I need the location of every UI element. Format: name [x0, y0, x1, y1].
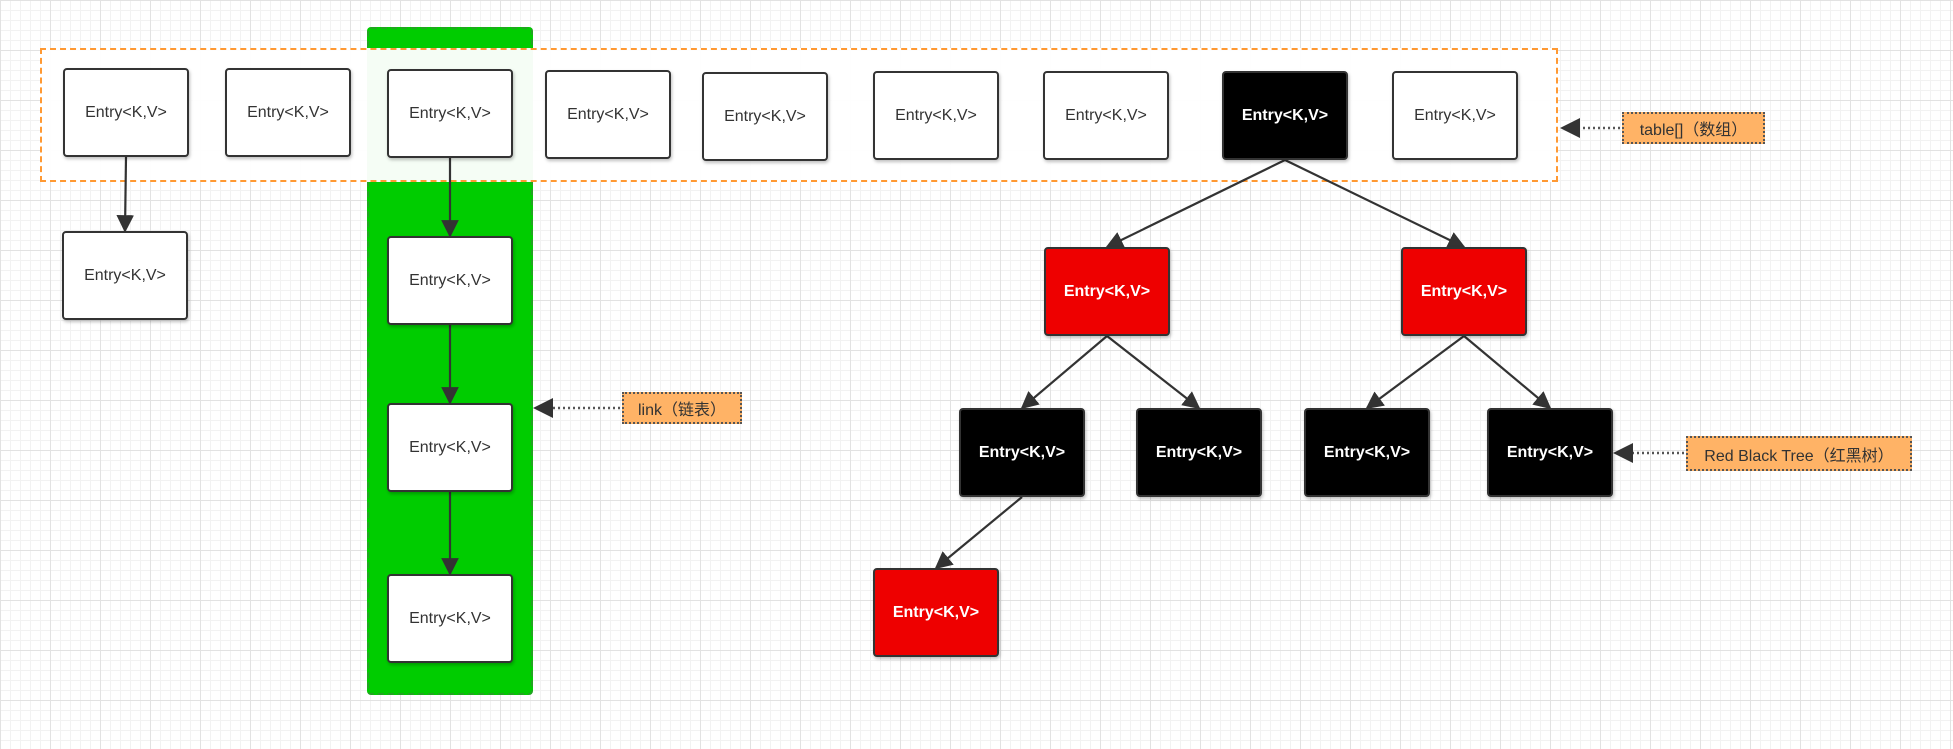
entry-label: Entry<K,V> — [1155, 443, 1243, 461]
list-node-l1: Entry<K,V> — [387, 403, 513, 492]
tree-node-b1: Entry<K,V> — [959, 408, 1085, 497]
entry-label: Entry<K,V> — [724, 107, 806, 125]
entry-label: Entry<K,V> — [1420, 282, 1508, 300]
entry-label: Entry<K,V> — [84, 266, 166, 284]
entry-label: Entry<K,V> — [567, 105, 649, 123]
entry-label: Entry<K,V> — [978, 443, 1066, 461]
list-node-l0: Entry<K,V> — [387, 236, 513, 325]
entry-label: Entry<K,V> — [409, 438, 491, 456]
entry-label: Entry<K,V> — [85, 103, 167, 121]
table-slot-t4: Entry<K,V> — [702, 72, 828, 161]
entry-label: Entry<K,V> — [409, 271, 491, 289]
entry-label: Entry<K,V> — [1323, 443, 1411, 461]
table-array-note-label: table[]（数组） — [1639, 122, 1748, 139]
table-slot-t0: Entry<K,V> — [63, 68, 189, 157]
entry-label: Entry<K,V> — [1065, 106, 1147, 124]
table-slot-t6: Entry<K,V> — [1043, 71, 1169, 160]
entry-label: Entry<K,V> — [1241, 106, 1329, 124]
tree-node-b3: Entry<K,V> — [1304, 408, 1430, 497]
tree-node-r3: Entry<K,V> — [873, 568, 999, 657]
table-slot-t8: Entry<K,V> — [1392, 71, 1518, 160]
entry-label: Entry<K,V> — [1414, 106, 1496, 124]
table-slot-t5: Entry<K,V> — [873, 71, 999, 160]
tree-node-b2: Entry<K,V> — [1136, 408, 1262, 497]
link-list-note-label: link（链表） — [637, 402, 726, 419]
entry-label: Entry<K,V> — [1063, 282, 1151, 300]
edge-r2-b3 — [1365, 335, 1465, 410]
table-slot-t1: Entry<K,V> — [225, 68, 351, 157]
red-black-tree-note-label: Red Black Tree（红黑树） — [1704, 447, 1894, 465]
edge-r1-b1 — [1020, 335, 1108, 410]
link-list-note: link（链表） — [622, 392, 742, 424]
table-array-note: table[]（数组） — [1622, 112, 1765, 144]
entry-label: Entry<K,V> — [895, 106, 977, 124]
tree-node-b4: Entry<K,V> — [1487, 408, 1613, 497]
entry-label: Entry<K,V> — [409, 104, 491, 122]
table-slot-t7: Entry<K,V> — [1222, 71, 1348, 160]
entry-label: Entry<K,V> — [247, 103, 329, 121]
table-slot-t2: Entry<K,V> — [387, 69, 513, 158]
edge-r2-b4 — [1463, 335, 1552, 410]
entry-label: Entry<K,V> — [409, 609, 491, 627]
edge-b1-r3 — [934, 496, 1023, 570]
chain-node-c0: Entry<K,V> — [62, 231, 188, 320]
entry-label: Entry<K,V> — [1506, 443, 1594, 461]
list-node-l2: Entry<K,V> — [387, 574, 513, 663]
entry-label: Entry<K,V> — [892, 603, 980, 621]
red-black-tree-note: Red Black Tree（红黑树） — [1686, 436, 1912, 471]
table-slot-t3: Entry<K,V> — [545, 70, 671, 159]
tree-node-r2: Entry<K,V> — [1401, 247, 1527, 336]
edge-r1-b2 — [1106, 335, 1201, 410]
tree-node-r1: Entry<K,V> — [1044, 247, 1170, 336]
